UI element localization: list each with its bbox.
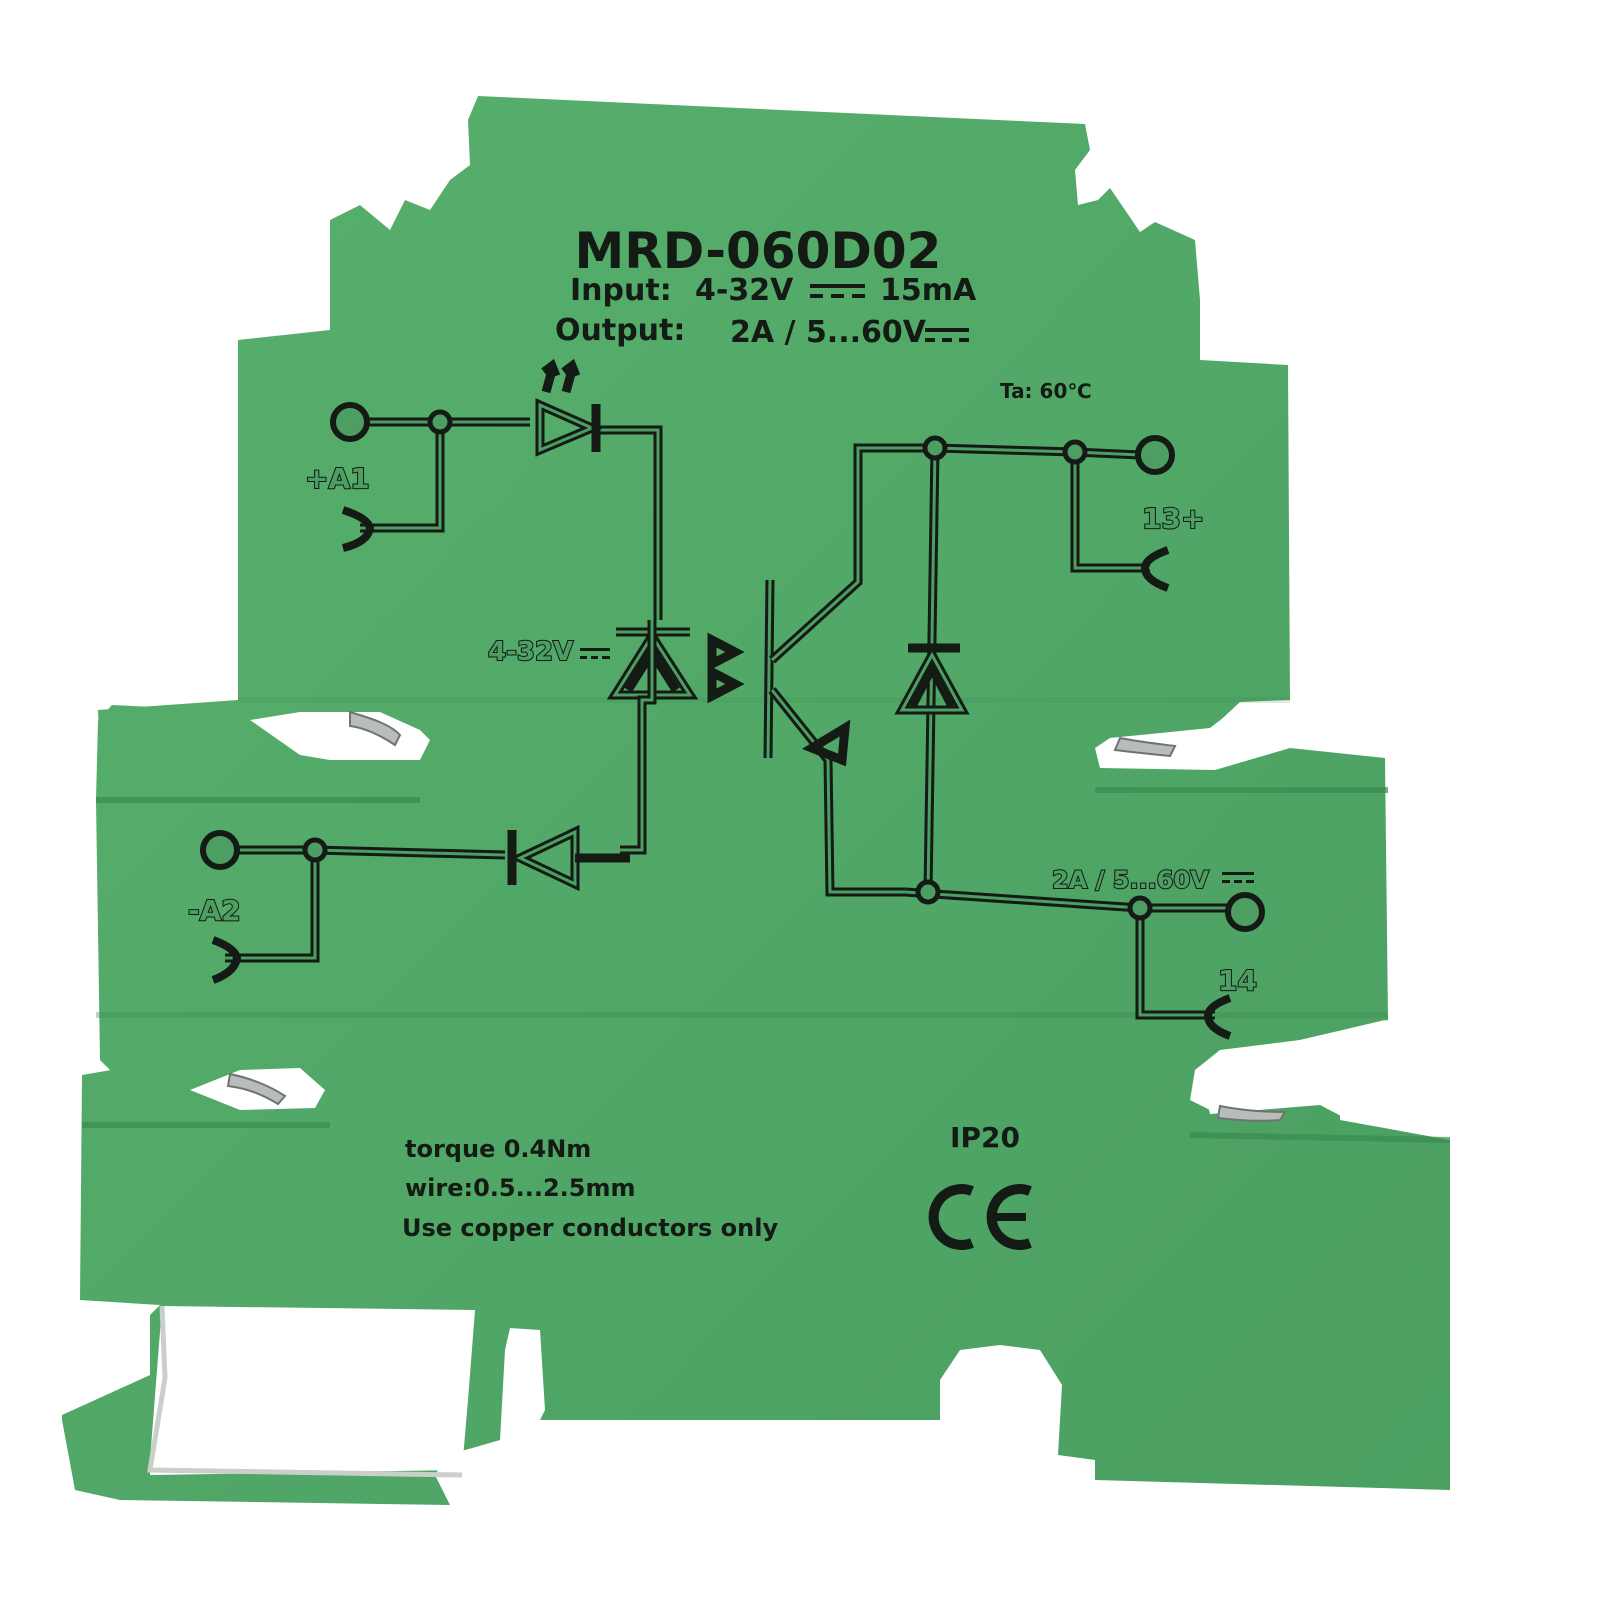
terminal-label-a1: +A1 xyxy=(305,462,370,495)
terminal-label-14: 14 xyxy=(1218,964,1257,997)
input-led-voltage: 4-32V xyxy=(488,637,573,667)
schematic-diagram: 4-32V xyxy=(187,358,1265,1040)
terminal-lips xyxy=(82,697,1451,1143)
dc-symbol-icon xyxy=(925,328,969,342)
din-rail-clip-window xyxy=(150,1306,475,1475)
reverse-protection-diode-icon xyxy=(507,824,630,892)
output-rating-schematic: 2A / 5...60V xyxy=(1052,866,1209,894)
input-voltage: 4-32V xyxy=(695,273,794,308)
indicator-led-icon xyxy=(535,358,604,457)
copper-notice: Use copper conductors only xyxy=(402,1214,778,1242)
terminal-label-a2: -A2 xyxy=(188,894,241,927)
terminal-label-13: 13+ xyxy=(1142,502,1204,535)
input-current: 15mA xyxy=(880,273,977,308)
wire-entry-symbols xyxy=(211,506,1232,1040)
junction-dots xyxy=(302,409,1153,921)
ip-rating: IP20 xyxy=(950,1121,1020,1154)
freewheel-diode-icon xyxy=(894,447,970,893)
din-rail-clip-window-edge xyxy=(147,1305,463,1478)
torque-spec: torque 0.4Nm xyxy=(405,1135,591,1163)
terminal-slot-right-lower xyxy=(1200,1020,1450,1138)
dc-symbol-icon xyxy=(580,648,610,659)
wire-spec: wire:0.5...2.5mm xyxy=(405,1174,636,1202)
ce-mark-icon xyxy=(928,1184,1032,1250)
relay-housing xyxy=(62,96,1450,1505)
output-transistor-icon xyxy=(763,443,935,897)
model-number: MRD-060D02 xyxy=(575,222,942,280)
ambient-temperature: Ta: 60℃ xyxy=(1000,379,1092,403)
terminal-circles xyxy=(200,402,1265,932)
optocoupler-led-icon xyxy=(606,620,745,855)
dc-symbol-icon xyxy=(1222,872,1254,883)
output-rating: 2A / 5...60V xyxy=(730,315,927,350)
input-label: Input: xyxy=(570,273,672,308)
dc-symbol-icon xyxy=(810,284,865,298)
output-label: Output: xyxy=(555,313,685,348)
screw-contacts xyxy=(226,710,1287,1122)
